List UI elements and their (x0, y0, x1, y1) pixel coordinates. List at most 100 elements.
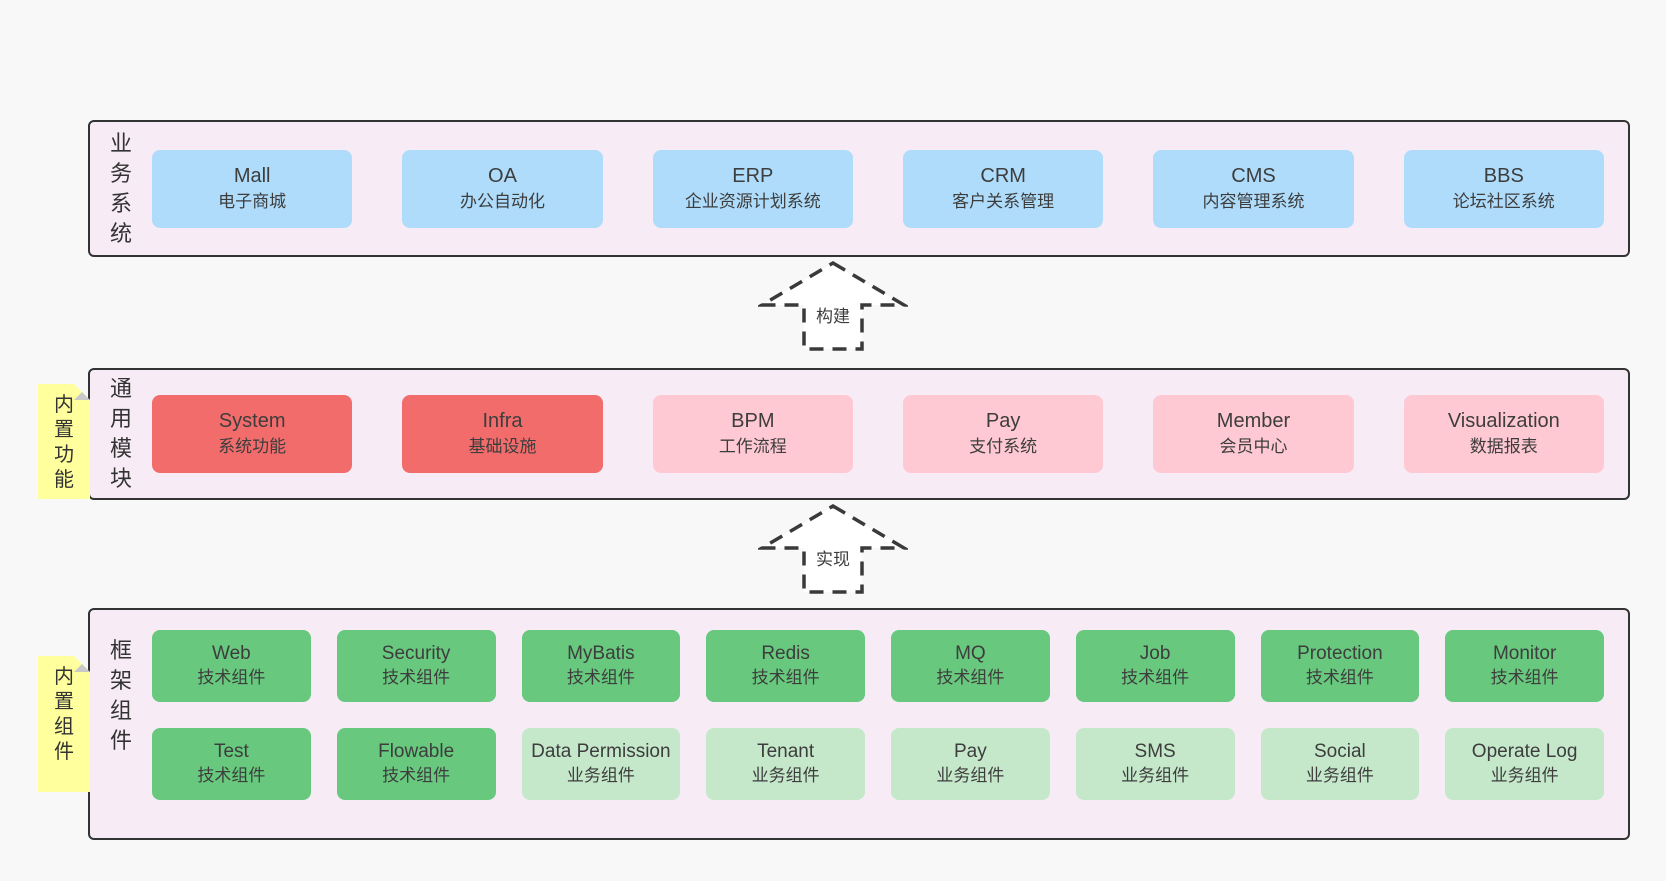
box-web: Web 技术组件 (152, 630, 311, 702)
common-box-row: System 系统功能 Infra 基础设施 BPM 工作流程 Pay 支付系统… (152, 395, 1604, 473)
box-title: Security (381, 643, 451, 664)
box-redis: Redis 技术组件 (706, 630, 865, 702)
box-title: Infra (482, 410, 523, 432)
framework-box-row-1: Web 技术组件 Security 技术组件 MyBatis 技术组件 Redi… (152, 630, 1604, 702)
box-flowable: Flowable 技术组件 (336, 728, 496, 800)
box-subtitle: 技术组件 (382, 766, 451, 785)
box-subtitle: 工作流程 (718, 437, 787, 456)
up-arrow-build-icon: 构建 (758, 260, 908, 352)
box-subtitle: 基础设施 (468, 437, 537, 456)
box-sms: SMS 业务组件 (1075, 728, 1235, 800)
sticky-note-text: 内置功能 (54, 394, 74, 491)
box-system: System 系统功能 (152, 395, 353, 473)
box-subtitle: 业务组件 (566, 766, 635, 785)
band-business-content: Mall 电子商城 OA 办公自动化 ERP 企业资源计划系统 CRM 客户关系… (152, 149, 1628, 228)
box-subtitle: 会员中心 (1219, 437, 1288, 456)
box-pay-business: Pay 业务组件 (891, 728, 1050, 800)
box-subtitle: 技术组件 (936, 668, 1005, 687)
box-subtitle: 业务组件 (751, 766, 820, 785)
arrow-label-implement: 实现 (813, 545, 853, 570)
box-subtitle: 技术组件 (197, 766, 266, 785)
box-mq: MQ 技术组件 (891, 630, 1050, 702)
box-subtitle: 技术组件 (197, 668, 266, 687)
box-crm: CRM 客户关系管理 (902, 149, 1104, 228)
box-title: Job (1139, 643, 1171, 664)
band-label-business-systems: 业务系统 (109, 130, 132, 246)
box-title: MyBatis (567, 643, 635, 664)
box-monitor: Monitor 技术组件 (1445, 630, 1604, 702)
box-title: CMS (1231, 164, 1276, 187)
box-security: Security 技术组件 (336, 630, 496, 702)
box-oa: OA 办公自动化 (402, 149, 603, 228)
band-side-label-area: 业务系统 (90, 129, 152, 249)
arrow-row-build: 构建 (0, 257, 1666, 368)
box-tenant: Tenant 业务组件 (706, 728, 865, 800)
box-erp: ERP 企业资源计划系统 (652, 149, 853, 228)
box-title: Flowable (378, 741, 455, 762)
box-subtitle: 论坛社区系统 (1452, 191, 1555, 211)
box-subtitle: 技术组件 (1490, 668, 1559, 687)
box-title: Operate Log (1471, 741, 1578, 762)
box-title: System (218, 410, 286, 432)
box-cms: CMS 内容管理系统 (1153, 149, 1354, 228)
box-mall: Mall 电子商城 (152, 149, 353, 228)
box-title: Visualization (1447, 410, 1560, 432)
sticky-note-text: 内置组件 (54, 666, 74, 763)
box-job: Job 技术组件 (1075, 630, 1235, 702)
band-side-label-area: 框架组件 (90, 636, 152, 756)
box-title: Test (213, 741, 249, 762)
box-test: Test 技术组件 (152, 728, 311, 800)
box-title: Tenant (757, 741, 815, 762)
band-label-framework-components: 框架组件 (109, 638, 132, 753)
box-subtitle: 技术组件 (751, 668, 820, 687)
box-subtitle: 支付系统 (969, 437, 1038, 456)
framework-box-row-2: Test 技术组件 Flowable 技术组件 Data Permission … (152, 728, 1604, 800)
box-mybatis: MyBatis 技术组件 (521, 630, 681, 702)
box-bbs: BBS 论坛社区系统 (1403, 149, 1604, 228)
box-title: Mall (233, 164, 271, 187)
band-business-systems: 业务系统 Mall 电子商城 OA 办公自动化 ERP 企业资源计划系统 CRM (88, 120, 1630, 257)
box-title: OA (488, 164, 517, 187)
box-subtitle: 电子商城 (218, 191, 287, 211)
box-visualization: Visualization 数据报表 (1403, 395, 1604, 473)
box-subtitle: 系统功能 (218, 437, 287, 456)
box-subtitle: 业务组件 (1490, 766, 1559, 785)
box-subtitle: 技术组件 (566, 668, 635, 687)
box-title: Protection (1297, 643, 1383, 664)
band-side-label-area: 通用模块 (90, 374, 152, 494)
box-subtitle: 数据报表 (1469, 437, 1538, 456)
box-subtitle: 业务组件 (1305, 766, 1374, 785)
box-subtitle: 办公自动化 (459, 191, 545, 211)
business-box-row: Mall 电子商城 OA 办公自动化 ERP 企业资源计划系统 CRM 客户关系… (152, 149, 1604, 228)
band-label-common-modules: 通用模块 (109, 376, 132, 491)
box-member: Member 会员中心 (1153, 395, 1354, 473)
box-subtitle: 技术组件 (1305, 668, 1374, 687)
box-title: BPM (731, 410, 775, 432)
box-bpm: BPM 工作流程 (652, 395, 853, 473)
box-protection: Protection 技术组件 (1260, 630, 1420, 702)
box-title: ERP (732, 164, 774, 187)
box-title: BBS (1483, 164, 1524, 187)
box-title: Web (212, 643, 251, 664)
box-title: Redis (761, 643, 810, 664)
box-subtitle: 技术组件 (1121, 668, 1190, 687)
box-title: SMS (1134, 741, 1176, 762)
box-title: Pay (985, 410, 1021, 432)
sticky-note-built-in-components: 内置组件 (38, 656, 90, 792)
box-title: MQ (955, 643, 986, 664)
box-title: Monitor (1492, 643, 1557, 664)
arrow-label-build: 构建 (813, 302, 853, 327)
box-social: Social 业务组件 (1260, 728, 1420, 800)
box-subtitle: 客户关系管理 (952, 191, 1055, 211)
sticky-note-built-in-features: 内置功能 (38, 384, 90, 499)
note-fold-corner-icon (74, 384, 90, 400)
note-fold-corner-icon (74, 656, 90, 672)
box-title: Pay (954, 741, 987, 762)
band-framework-components: 内置组件 框架组件 Web 技术组件 Security 技术组件 MyBatis… (88, 608, 1630, 840)
box-title: Member (1216, 410, 1291, 432)
box-data-permission: Data Permission 业务组件 (521, 728, 681, 800)
up-arrow-implement-icon: 实现 (758, 503, 908, 595)
band-framework-content: Web 技术组件 Security 技术组件 MyBatis 技术组件 Redi… (152, 610, 1628, 800)
box-title: CRM (980, 164, 1026, 187)
